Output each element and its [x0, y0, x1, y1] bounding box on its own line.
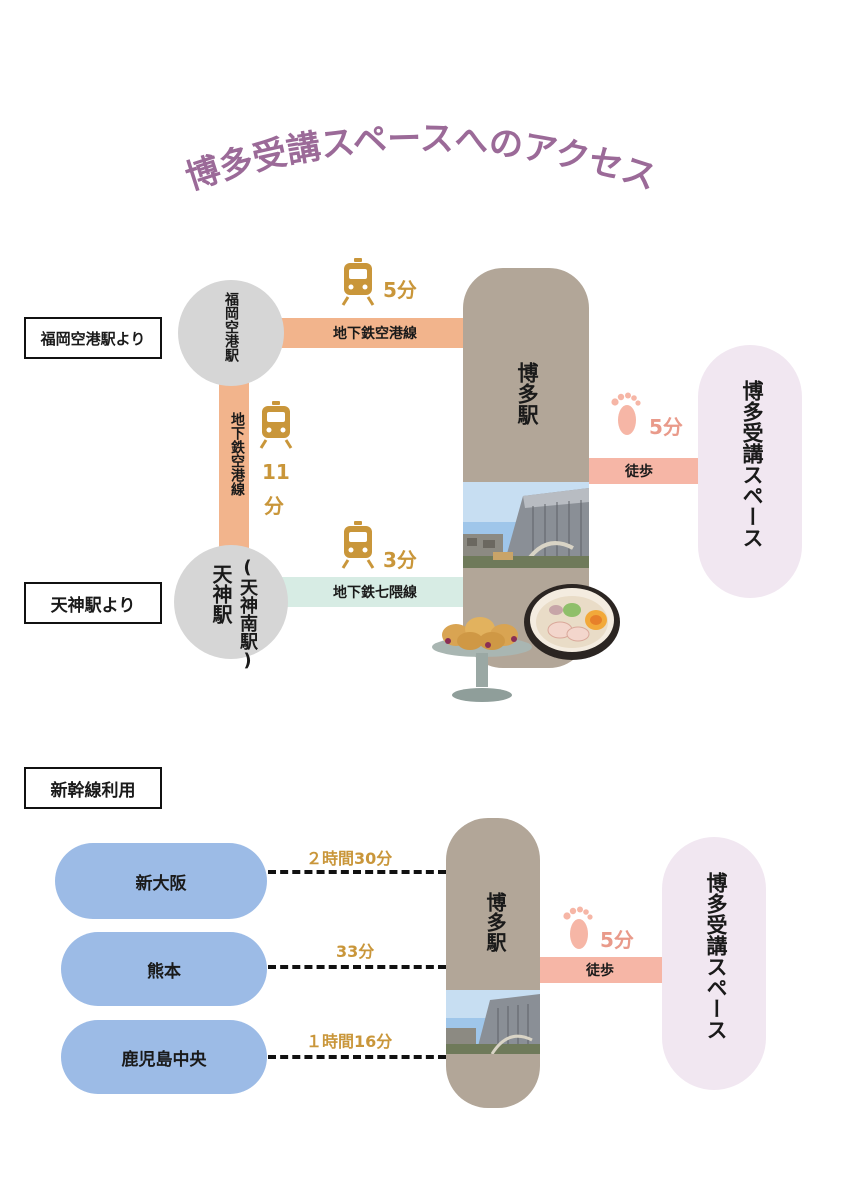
walk-label: 徒歩 [625, 464, 653, 480]
station-photo [446, 990, 540, 1054]
route-line-kagoshima [268, 1055, 446, 1059]
time-kagoshima: １時間16分 [306, 1032, 393, 1051]
destination-label: 博多受講スペース [740, 380, 764, 548]
sweets-stand-image [432, 617, 532, 702]
airport-station-label: 福岡空港駅 [223, 292, 239, 362]
hakata-station-label-2: 博多駅 [483, 892, 507, 952]
walk-label-2: 徒歩 [586, 963, 614, 979]
time-kumamoto: 33分 [336, 942, 375, 961]
walk-time: 5分 [649, 415, 683, 439]
shinkansen-heading: 新幹線利用 [24, 767, 162, 809]
vertical-line-time-num: 11 [262, 460, 290, 484]
airport-line-label: 地下鉄空港線 [333, 326, 417, 342]
svg-text:博多受講スペースへのアクセス: 博多受講スペースへのアクセス [181, 119, 661, 198]
station-photo [463, 482, 589, 568]
nanakuma-line-label: 地下鉄七隈線 [333, 585, 417, 601]
tenjin-station-node [174, 545, 288, 659]
page-title: 博多受講スペースへのアクセス [181, 119, 661, 198]
footprint-icon [611, 392, 641, 435]
walk-bar-2 [540, 957, 662, 983]
route-line-kumamoto [268, 965, 446, 969]
nanakuma-line-bar [275, 577, 470, 607]
train-icon [259, 401, 293, 449]
destination-block-2 [662, 837, 766, 1090]
airport-line-vertical-bar [219, 370, 249, 560]
train-icon [341, 521, 375, 569]
destination-block [698, 345, 802, 598]
destination-label-2: 博多受講スペース [704, 872, 728, 1040]
route-line-shin-osaka [268, 870, 446, 874]
airport-station-node [178, 280, 284, 386]
title-text: 博多受講スペースへのアクセス [181, 119, 661, 198]
city-kagoshima-chuo: 鹿児島中央 [61, 1020, 267, 1094]
from-airport-label: 福岡空港駅より [24, 317, 162, 359]
top-line-time: 5分 [383, 278, 417, 302]
city-kumamoto: 熊本 [61, 932, 267, 1006]
ramen-bowl-image [524, 584, 620, 660]
hakata-station-block-2 [446, 818, 540, 1108]
airport-line-vertical-label: 地下鉄空港線 [229, 412, 245, 496]
tenjin-station-main-label: 天神駅 [209, 564, 233, 624]
footprint-icon [563, 906, 593, 949]
from-tenjin-label: 天神駅より [24, 582, 162, 624]
tenjin-station-sub-label: (天神南駅) [237, 557, 258, 671]
time-shin-osaka: ２時間30分 [306, 849, 393, 868]
airport-line-bar [275, 318, 470, 348]
walk-bar [589, 458, 700, 484]
walk-time-2: 5分 [600, 928, 634, 952]
city-shin-osaka: 新大阪 [55, 843, 267, 919]
bottom-line-time: 3分 [383, 548, 417, 572]
hakata-station-label: 博多駅 [515, 362, 539, 425]
train-icon [341, 258, 375, 306]
vertical-line-time-unit: 分 [264, 494, 284, 518]
